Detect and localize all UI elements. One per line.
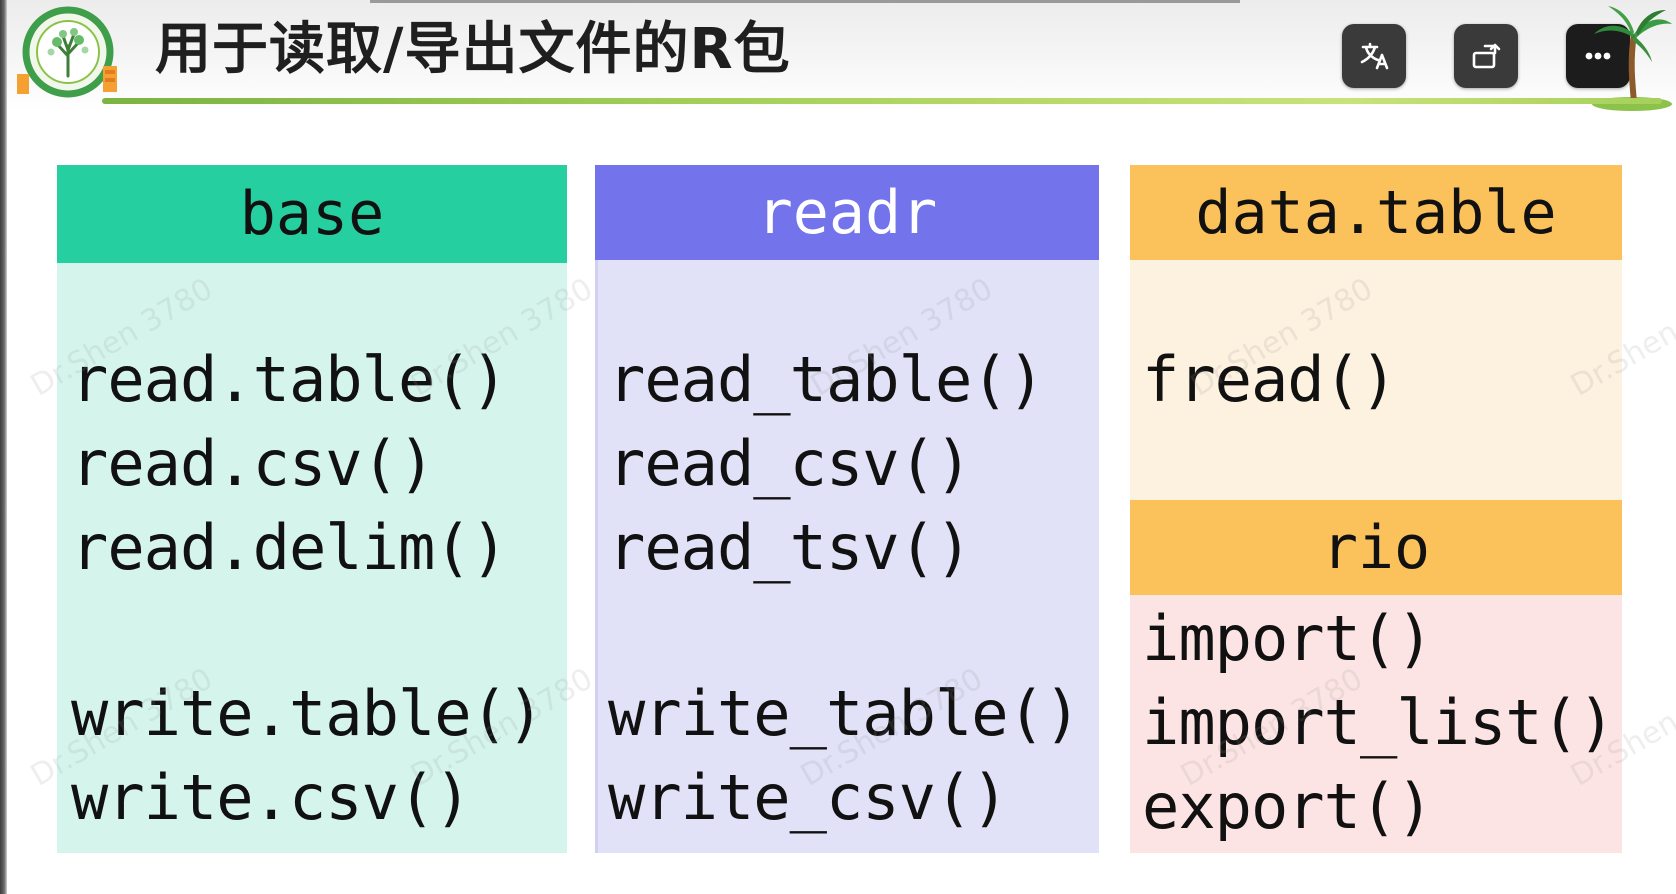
more-button[interactable]	[1566, 24, 1630, 88]
palm-tree-icon	[1592, 6, 1672, 111]
base-read-list: read.table() read.csv() read.delim()	[71, 338, 508, 590]
more-icon	[1585, 52, 1611, 60]
readr-body: read_table() read_csv() read_tsv() write…	[595, 260, 1099, 853]
function-item: read_csv()	[608, 427, 972, 500]
function-item: read_table()	[608, 343, 1045, 416]
slide-header: 用于读取/导出文件的R包	[7, 0, 1676, 112]
base-header: base	[57, 165, 567, 263]
rio-list: import() import_list() export()	[1142, 597, 1615, 849]
rio-header: rio	[1130, 500, 1622, 595]
base-column: base read.table() read.csv() read.delim(…	[57, 165, 567, 853]
datatable-header: data.table	[1130, 165, 1622, 260]
rio-body: import() import_list() export()	[1130, 595, 1622, 853]
function-item: read.table()	[71, 343, 508, 416]
function-item: export()	[1142, 770, 1434, 843]
rotate-icon	[1472, 43, 1501, 69]
function-item: read.delim()	[71, 511, 508, 584]
function-item: read.csv()	[71, 427, 435, 500]
function-item: fread()	[1142, 343, 1397, 416]
translate-button[interactable]	[1342, 24, 1406, 88]
logo-icon	[17, 6, 117, 98]
rotate-button[interactable]	[1454, 24, 1518, 88]
readr-write-list: write_table() write_csv()	[608, 672, 1081, 840]
function-item: write.table()	[71, 677, 544, 750]
base-body: read.table() read.csv() read.delim() wri…	[57, 263, 567, 853]
function-item: write_table()	[608, 677, 1081, 750]
function-item: write_csv()	[608, 761, 1009, 834]
base-write-list: write.table() write.csv()	[71, 672, 544, 840]
datatable-column: data.table fread() rio import() import_l…	[1130, 165, 1622, 853]
readr-read-list: read_table() read_csv() read_tsv()	[608, 338, 1045, 590]
translate-icon	[1360, 42, 1389, 70]
window-edge	[0, 0, 7, 894]
function-item: read_tsv()	[608, 511, 972, 584]
top-bar	[370, 0, 1240, 3]
function-item: import_list()	[1142, 686, 1615, 759]
function-item: write.csv()	[71, 761, 472, 834]
readr-column: readr read_table() read_csv() read_tsv()…	[595, 165, 1099, 853]
function-item: import()	[1142, 602, 1434, 675]
header-divider	[102, 98, 1662, 104]
readr-header: readr	[595, 165, 1099, 260]
datatable-body: fread()	[1130, 260, 1622, 500]
page-title: 用于读取/导出文件的R包	[155, 17, 791, 82]
datatable-list: fread()	[1142, 338, 1397, 422]
